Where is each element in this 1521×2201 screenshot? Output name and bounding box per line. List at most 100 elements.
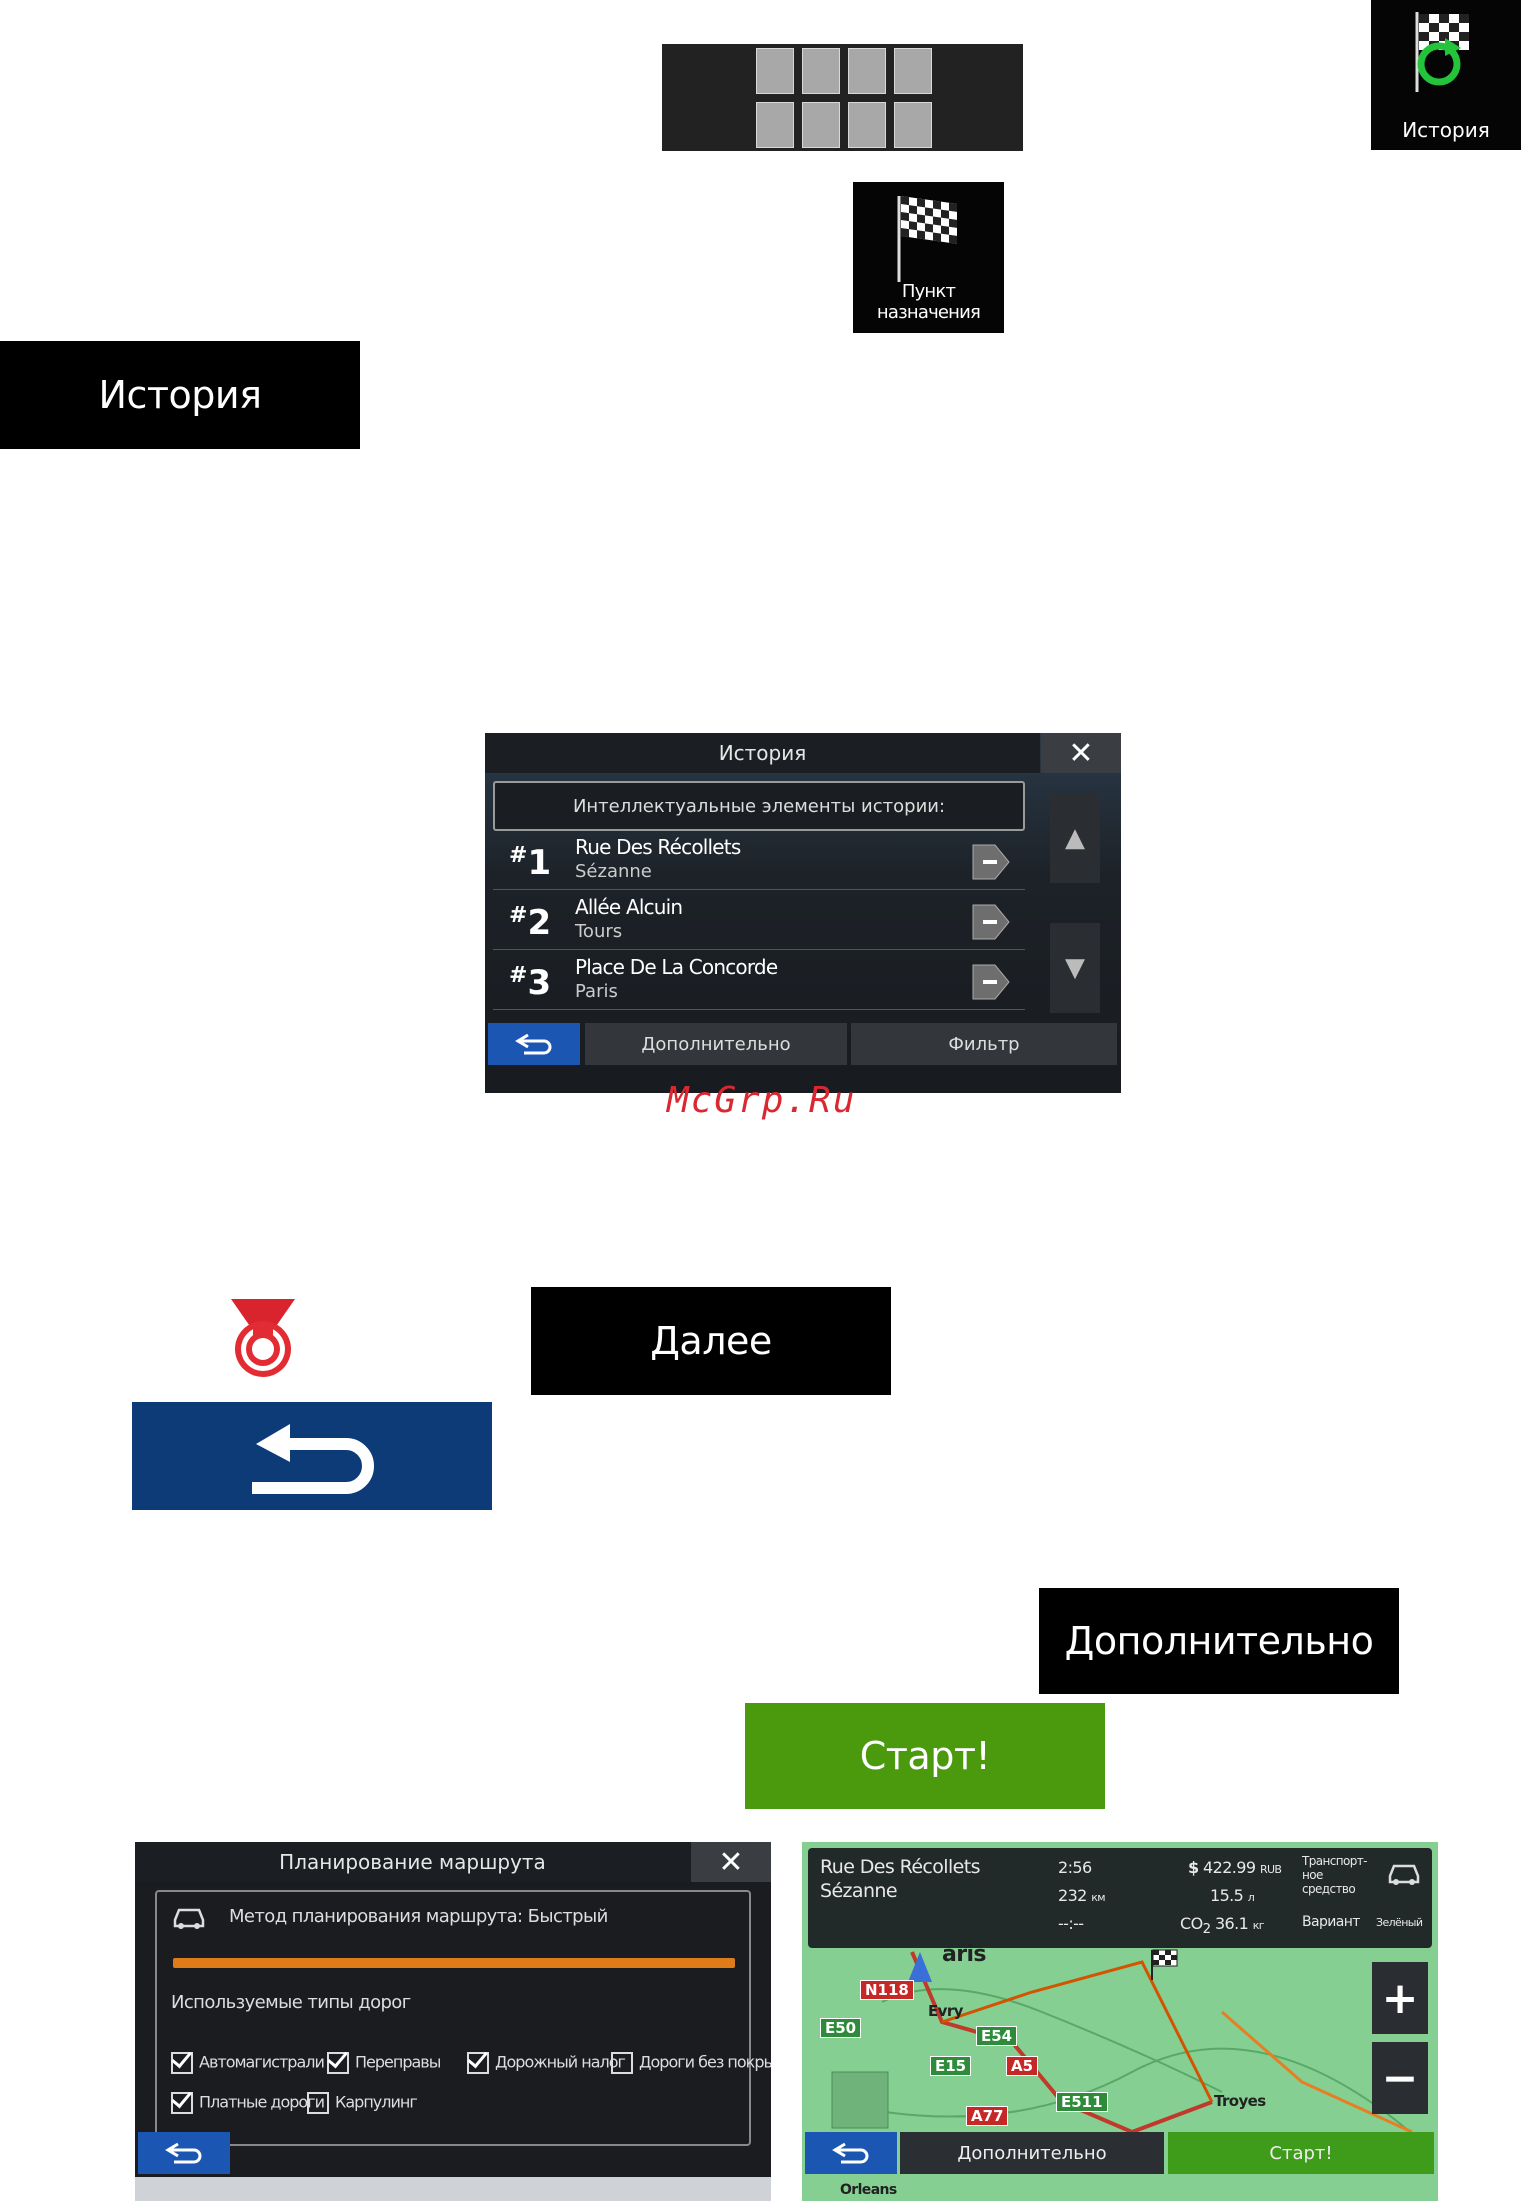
history-item[interactable]: #3 Place De La Concorde Paris — [493, 951, 1025, 1010]
start-button-label: Старт! — [859, 1734, 991, 1778]
route-settings-box[interactable]: Метод планирования маршрута: Быстрый Исп… — [155, 1890, 771, 2146]
more-button[interactable]: Дополнительно — [585, 1023, 847, 1065]
road-sign: A77 — [966, 2106, 1009, 2126]
route-planning-window: Планирование маршрута ✕ Метод планирован… — [135, 1842, 771, 2201]
close-icon: ✕ — [1068, 735, 1094, 771]
route-fuel: 15.5 л — [1210, 1886, 1255, 1905]
checkered-flag-icon — [897, 196, 957, 282]
back-arrow-icon — [832, 2142, 869, 2164]
back-button[interactable] — [805, 2132, 897, 2174]
history-window: История ✕ Интеллектуальные элементы исто… — [485, 733, 1121, 1093]
route-dest-city: Sézanne — [820, 1880, 898, 1902]
history-item-city: Paris — [575, 981, 618, 1002]
back-arrow-icon — [252, 1424, 374, 1494]
main-menu-button[interactable] — [662, 44, 1023, 151]
road-type-option[interactable]: Карпулинг — [307, 2092, 418, 2114]
back-arrow-icon — [515, 1033, 552, 1055]
road-type-option[interactable]: Дороги без покрытия — [611, 2052, 771, 2074]
route-arrow-icon[interactable] — [971, 843, 1011, 881]
zoom-out-button[interactable]: − — [1372, 2042, 1428, 2114]
history-item-street: Rue Des Récollets — [575, 835, 741, 859]
history-item-street: Allée Alcuin — [575, 895, 683, 919]
variant-label: Вариант — [1302, 1914, 1360, 1930]
back-button-large[interactable] — [132, 1402, 492, 1510]
checkbox[interactable] — [171, 2092, 193, 2114]
history-item-number: #3 — [509, 963, 552, 1003]
history-button[interactable]: История — [0, 341, 360, 449]
checkbox[interactable] — [171, 2052, 193, 2074]
checkbox[interactable] — [327, 2052, 349, 2074]
history-tile[interactable]: История — [1371, 0, 1521, 150]
history-item-city: Sézanne — [575, 861, 652, 882]
road-type-option[interactable]: Автомагистрали — [171, 2052, 325, 2074]
route-time: 2:56 — [1058, 1858, 1092, 1877]
checkbox[interactable] — [307, 2092, 329, 2114]
history-subheader: Интеллектуальные элементы истории: — [493, 781, 1025, 831]
road-sign: N118 — [860, 1980, 914, 2000]
history-item[interactable]: #1 Rue Des Récollets Sézanne — [493, 831, 1025, 890]
route-co2: CO2 36.1 кг — [1180, 1914, 1265, 1938]
more-options-button[interactable]: Дополнительно — [1039, 1588, 1399, 1694]
menu-grid-icon — [755, 47, 932, 148]
back-button[interactable] — [488, 1023, 580, 1065]
route-overview-map[interactable]: Rue Des Récollets Sézanne 2:56 232 км --… — [802, 1842, 1438, 2201]
scroll-column: ▲ ▼ — [1050, 793, 1100, 1013]
scroll-down-button[interactable]: ▼ — [1050, 923, 1100, 1013]
close-icon: ✕ — [718, 1844, 744, 1880]
scroll-up-icon: ▲ — [1065, 823, 1085, 853]
road-type-option[interactable]: Переправы — [327, 2052, 441, 2074]
plus-icon: + — [1381, 1972, 1419, 2024]
history-window-title: История — [485, 733, 1040, 773]
start-button[interactable]: Старт! — [1168, 2132, 1434, 2174]
more-options-label: Дополнительно — [1064, 1619, 1374, 1663]
history-item[interactable]: #2 Allée Alcuin Tours — [493, 891, 1025, 950]
scroll-down-icon: ▼ — [1065, 953, 1085, 983]
back-arrow-icon — [165, 2142, 202, 2164]
zoom-in-button[interactable]: + — [1372, 1962, 1428, 2034]
close-button[interactable]: ✕ — [691, 1842, 771, 1882]
checkbox[interactable] — [611, 2052, 633, 2074]
route-delay: --:-- — [1058, 1914, 1084, 1933]
road-type-option[interactable]: Платные дороги — [171, 2092, 325, 2114]
history-item-street: Place De La Concorde — [575, 955, 778, 979]
checkbox[interactable] — [467, 2052, 489, 2074]
road-sign: E50 — [820, 2018, 862, 2038]
next-button[interactable]: Далее — [531, 1287, 891, 1395]
history-flag-icon — [1415, 12, 1469, 92]
car-icon — [173, 1908, 205, 1929]
city-label: Troyes — [1214, 2092, 1266, 2110]
next-button-label: Далее — [650, 1319, 772, 1363]
destination-tile-label: Пункт назначения — [876, 281, 981, 323]
route-cost: $ 422.99 RUB — [1188, 1858, 1282, 1877]
destination-tile[interactable]: Пункт назначения — [853, 182, 1004, 333]
road-types-label: Используемые типы дорог — [171, 1992, 411, 2013]
destination-flag-icon — [1151, 1949, 1178, 1980]
close-button[interactable]: ✕ — [1041, 733, 1121, 773]
road-sign: A5 — [1006, 2056, 1039, 2076]
route-method-bar — [173, 1958, 735, 1968]
city-label: Orleans — [840, 2182, 897, 2198]
route-summary: Rue Des Récollets Sézanne 2:56 232 км --… — [808, 1848, 1432, 1948]
more-button[interactable]: Дополнительно — [900, 2132, 1164, 2174]
city-label: Evry — [928, 2002, 963, 2020]
history-item-city: Tours — [575, 921, 623, 942]
road-sign: E54 — [976, 2026, 1018, 2046]
road-sign: E511 — [1056, 2092, 1108, 2112]
route-distance: 232 км — [1058, 1886, 1106, 1905]
road-type-option[interactable]: Дорожный налог — [467, 2052, 626, 2074]
vehicle-label: Транспорт-ное средство — [1302, 1854, 1367, 1896]
map-strip — [135, 2177, 771, 2201]
history-item-number: #1 — [509, 843, 552, 883]
route-arrow-icon[interactable] — [971, 903, 1011, 941]
filter-button[interactable]: Фильтр — [851, 1023, 1117, 1065]
history-tile-label: История — [1402, 118, 1490, 142]
route-arrow-icon[interactable] — [971, 963, 1011, 1001]
map-pin-icon — [231, 1299, 295, 1377]
minus-icon: − — [1381, 2052, 1419, 2104]
start-button[interactable]: Старт! — [745, 1703, 1105, 1809]
route-dest-street: Rue Des Récollets — [820, 1856, 980, 1878]
history-button-label: История — [98, 373, 262, 417]
car-icon[interactable] — [1386, 1862, 1422, 1886]
back-button[interactable] — [138, 2132, 230, 2174]
scroll-up-button[interactable]: ▲ — [1050, 793, 1100, 883]
